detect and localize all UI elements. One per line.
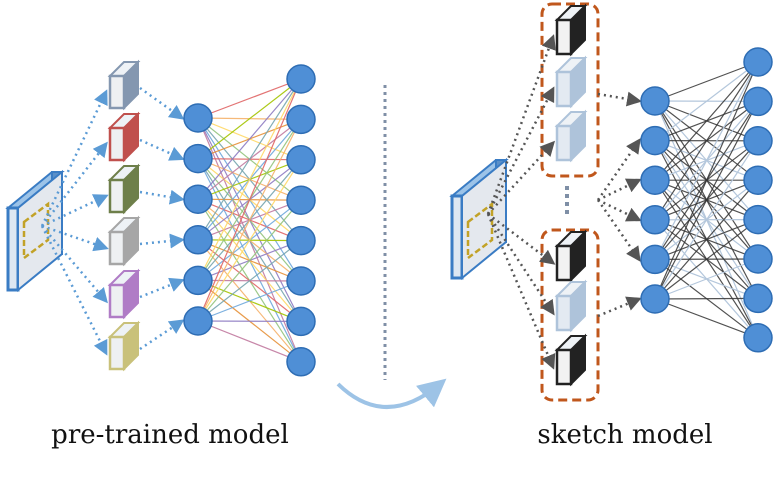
left-filter-2	[107, 111, 141, 163]
right-input-arrow-5	[486, 213, 555, 316]
left-hidden-node-1	[183, 103, 213, 133]
left-input-image	[5, 169, 65, 293]
right-edge-6-8	[654, 298, 759, 339]
left-filter-arrow-1	[139, 86, 185, 120]
right-filter-arrow-6	[597, 296, 642, 318]
left-filter-arrow-3	[139, 189, 185, 205]
right-edge-1-1	[654, 61, 759, 102]
right-filter-arrow-4	[597, 198, 642, 222]
right-edge-5-1	[654, 61, 759, 260]
left-filter-5	[107, 268, 141, 320]
right-output-node-1	[743, 47, 773, 77]
right-input-arrow-6	[486, 213, 556, 370]
right-hidden-node-4	[640, 205, 670, 235]
left-output-node-5	[286, 225, 316, 256]
right-filter-5	[554, 279, 588, 333]
right-edge-4-1	[654, 61, 759, 221]
right-filter-arrow-2	[596, 138, 641, 201]
sketch-model-caption: sketch model	[537, 420, 713, 450]
left-filter-4	[107, 215, 141, 267]
left-edge-6-8	[197, 320, 302, 363]
left-edge-6-5	[197, 240, 302, 322]
right-output-node-8	[743, 323, 773, 353]
left-filter-arrow-4	[139, 233, 185, 249]
right-output-node-7	[743, 283, 773, 314]
left-filter-arrow-5	[139, 277, 185, 299]
right-hidden-node-2	[640, 125, 670, 156]
left-input-arrow-1	[40, 89, 108, 227]
left-input-arrow-5	[41, 225, 108, 304]
right-input-arrow-1	[486, 34, 556, 215]
right-edge-6-6	[654, 258, 759, 300]
left-filter-6	[107, 320, 141, 372]
right-hidden-node-5	[640, 244, 670, 275]
left-hidden-node-6	[183, 306, 213, 336]
right-input-arrow-4	[487, 213, 556, 265]
left-edge-6-1	[197, 78, 302, 322]
right-edge-6-4	[654, 179, 759, 300]
left-output-node-2	[286, 104, 316, 135]
right-edge-6-5	[654, 219, 759, 300]
left-hidden-node-2	[183, 143, 213, 174]
right-edge-3-1	[654, 61, 759, 181]
left-output-node-3	[286, 145, 316, 175]
right-filter-3	[554, 109, 588, 163]
right-hidden-node-1	[640, 86, 670, 116]
filter-group-top-frame	[540, 2, 600, 178]
right-hidden-node-6	[640, 284, 670, 314]
right-filter-6	[554, 333, 588, 387]
right-filter-arrow-3	[597, 178, 642, 202]
right-output-node-3	[743, 126, 773, 156]
left-hidden-node-5	[183, 265, 213, 296]
left-edge-3-1	[197, 78, 302, 200]
left-output-node-8	[286, 347, 316, 377]
right-hidden-node-3	[640, 165, 670, 195]
left-edge-5-1	[197, 78, 302, 281]
pretrained-model-diagram	[5, 59, 316, 377]
left-output-node-6	[286, 266, 316, 296]
right-edge-6-1	[654, 61, 759, 300]
right-input-arrow-3	[487, 140, 556, 215]
right-filter-arrow-5	[596, 199, 641, 262]
left-edge-6-2	[197, 119, 302, 322]
left-edge-2-1	[197, 78, 302, 160]
left-hidden-node-3	[183, 184, 213, 214]
right-output-node-4	[743, 165, 773, 195]
left-filter-3	[107, 163, 141, 215]
left-kernel-box	[22, 201, 50, 261]
right-filter-1	[554, 3, 588, 57]
right-filter-arrow-1	[597, 91, 642, 107]
left-edge-4-1	[197, 78, 302, 241]
right-edge-6-2	[654, 101, 759, 300]
left-edge-6-3	[197, 159, 302, 322]
right-output-node-5	[743, 204, 773, 235]
sketch-model-diagram	[449, 2, 773, 402]
right-filter-2	[554, 55, 588, 109]
left-output-node-7	[286, 306, 316, 337]
right-input-image	[449, 157, 509, 281]
left-edge-6-6	[197, 280, 302, 322]
right-edge-6-7	[654, 297, 759, 300]
left-edge-1-1	[197, 78, 302, 119]
right-kernel-box	[466, 201, 494, 261]
left-hidden-node-4	[183, 225, 213, 255]
left-output-node-1	[286, 64, 316, 94]
right-filter-4	[554, 229, 588, 283]
right-edge-6-3	[654, 140, 759, 300]
left-edge-6-4	[197, 199, 302, 322]
left-filter-1	[107, 59, 141, 111]
left-output-node-4	[286, 185, 316, 215]
left-filter-arrow-6	[139, 319, 185, 351]
right-output-node-2	[743, 86, 773, 117]
left-filter-arrow-2	[139, 138, 185, 161]
pretrained-model-caption: pre-trained model	[51, 420, 289, 450]
transfer-curve-arrow	[336, 378, 447, 409]
right-output-node-6	[743, 244, 773, 274]
right-edge-2-1	[654, 61, 759, 142]
